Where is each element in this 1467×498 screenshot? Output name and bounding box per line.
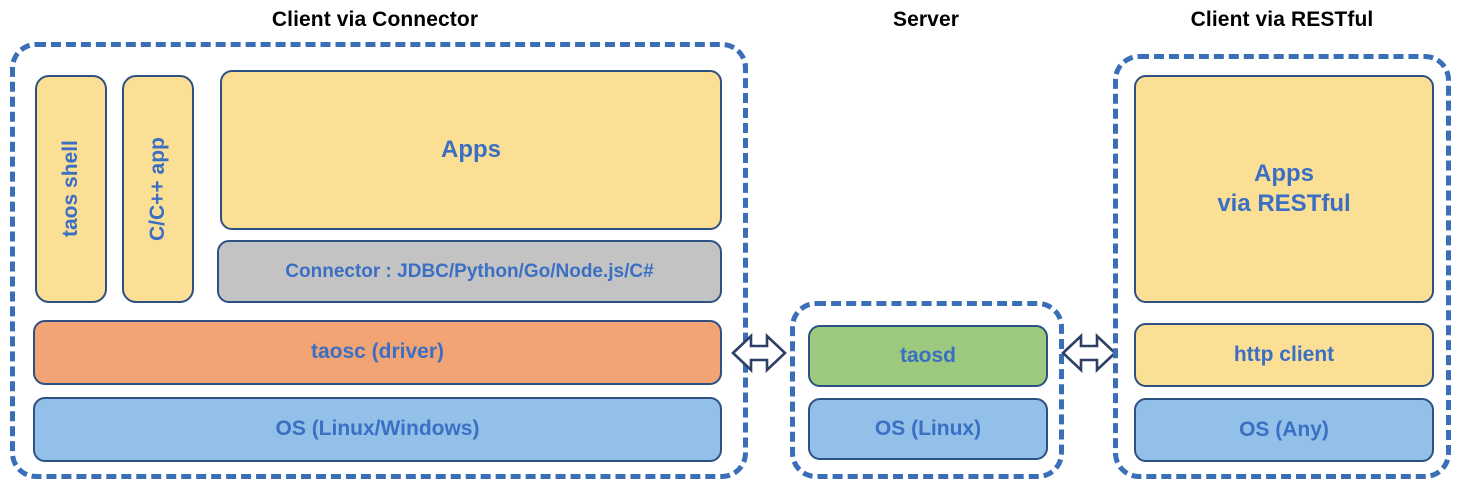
box-apps[interactable]: Apps [220,70,722,230]
box-apps-via-restful[interactable]: Apps via RESTful [1134,75,1434,303]
box-taosc-driver[interactable]: taosc (driver) [33,320,722,385]
panel-server [790,301,1064,479]
panel-title-client-connector: Client via Connector [271,8,479,31]
box-http-client[interactable]: http client [1134,323,1434,387]
double-headed-arrow-right [1061,330,1117,376]
box-apps-via-restful-line2: via RESTful [1217,190,1351,217]
panel-client-connector [10,42,748,479]
box-connector[interactable]: Connector : JDBC/Python/Go/Node.js/C# [217,240,722,303]
double-headed-arrow-left [731,330,787,376]
panel-title-client-restful: Client via RESTful [1190,8,1374,31]
panel-title-server: Server [893,8,959,31]
box-apps-via-restful-line1: Apps [1254,160,1314,187]
panel-client-restful [1113,54,1451,479]
box-c-cpp-app[interactable]: C/C++ app [122,75,194,303]
box-taosd[interactable]: taosd [808,325,1048,387]
box-os-linux[interactable]: OS (Linux) [808,398,1048,460]
box-os-any[interactable]: OS (Any) [1134,398,1434,462]
box-taos-shell[interactable]: taos shell [35,75,107,303]
box-os-linux-windows[interactable]: OS (Linux/Windows) [33,397,722,462]
